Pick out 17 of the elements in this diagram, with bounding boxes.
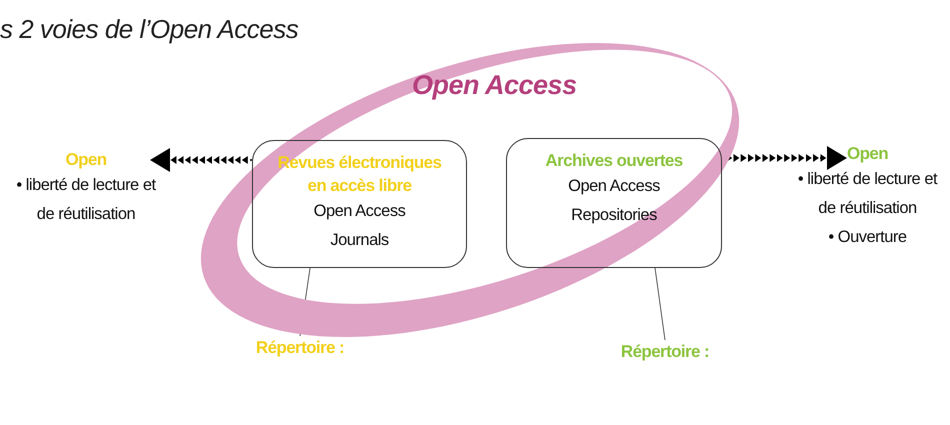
- body-text: Open Access Repositories: [567, 176, 661, 226]
- heading-text: Revues électroniques en accès libre: [276, 152, 442, 197]
- heading-text: Répertoire :: [620, 341, 710, 363]
- arrow: [150, 148, 252, 172]
- heading-text: Répertoire :: [256, 337, 344, 359]
- diagram-title: s 2 voies de l’Open Access: [0, 14, 298, 45]
- leader-line: [654, 268, 666, 340]
- body-text: Open Access Journals: [312, 201, 406, 251]
- rounded-box: [506, 138, 722, 268]
- ellipse-title: Open Access: [412, 70, 577, 101]
- heading-text: Open: [846, 143, 888, 165]
- body-text: • Ouverture: [827, 227, 908, 248]
- body-text: • liberté de lecture et de réutilisation: [15, 175, 157, 225]
- heading-text: Open: [65, 149, 107, 171]
- body-text: • liberté de lecture et de réutilisation: [796, 169, 938, 219]
- heading-text: Archives ouvertes: [544, 150, 684, 172]
- rounded-box: [252, 140, 467, 268]
